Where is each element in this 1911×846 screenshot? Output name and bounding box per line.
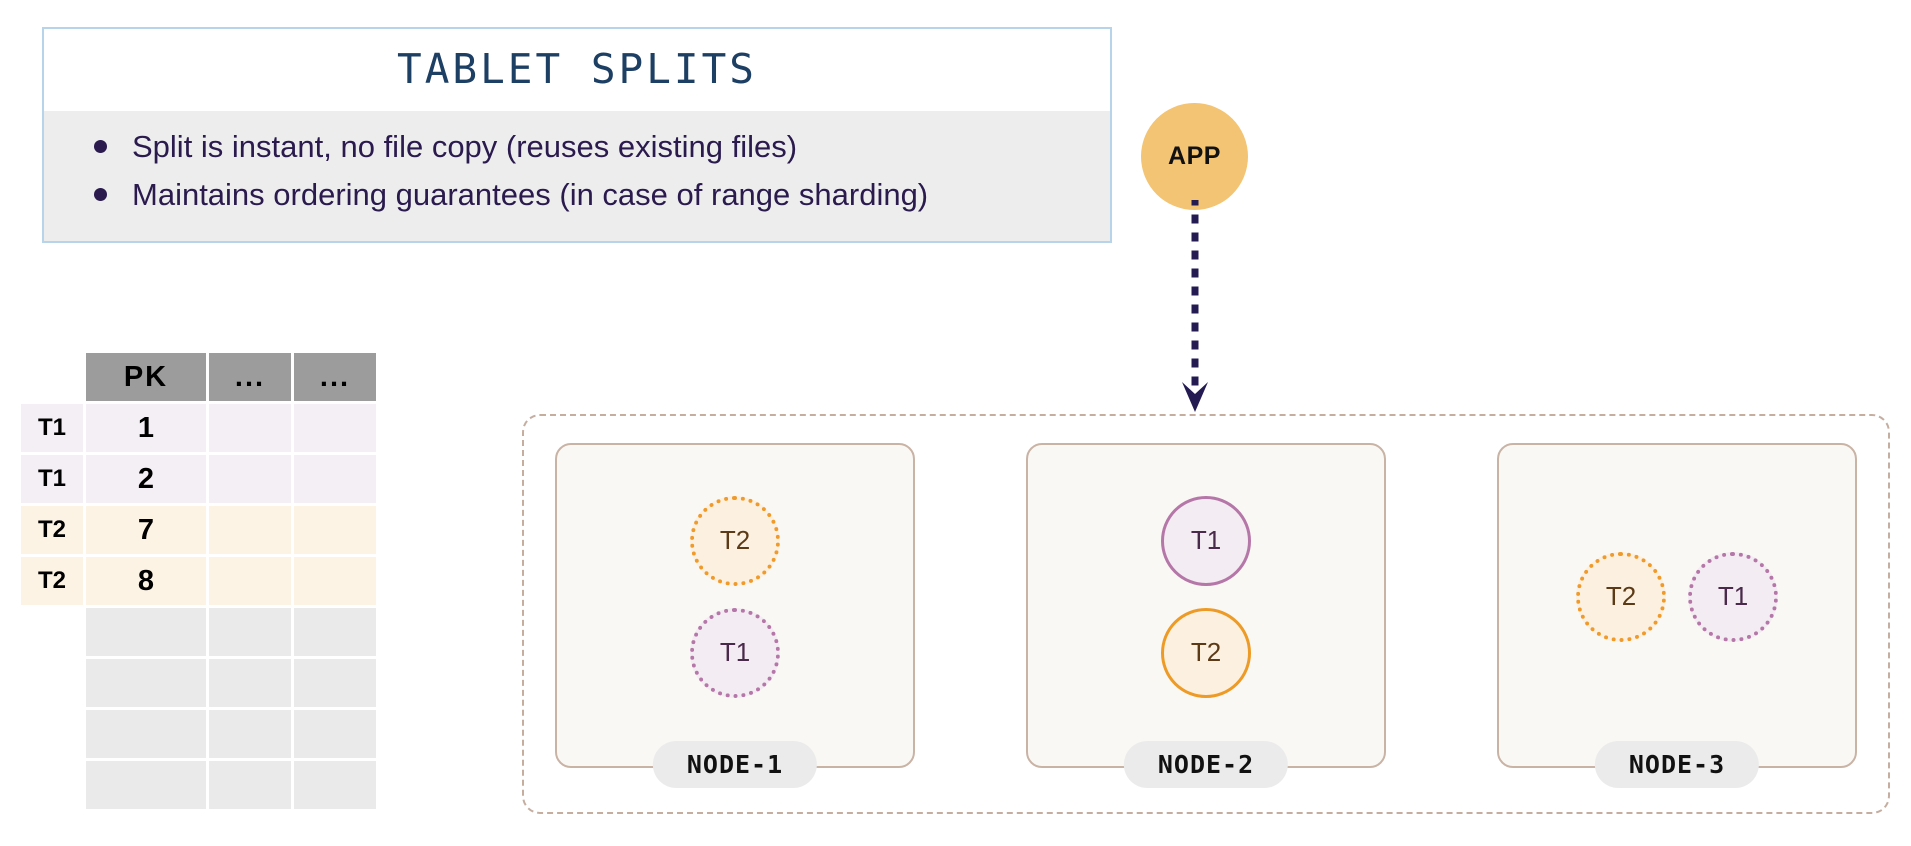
table-row: T2 7 xyxy=(21,506,376,554)
column-header-col2: ... xyxy=(209,353,291,401)
row-tablet-label: T2 xyxy=(21,506,83,554)
app-node: APP xyxy=(1141,103,1248,210)
tablet-t1[interactable]: T1 xyxy=(690,607,780,698)
tablet-label: T2 xyxy=(719,525,751,555)
node-label-3: NODE-3 xyxy=(1594,741,1760,788)
list-item: Maintains ordering guarantees (in case o… xyxy=(70,173,1084,217)
cell-pk: 1 xyxy=(86,404,206,452)
cell-col2 xyxy=(209,404,291,452)
tablet-splits-callout: TABLET SPLITS Split is instant, no file … xyxy=(42,27,1112,244)
cell-col2 xyxy=(209,710,291,758)
list-item: Split is instant, no file copy (reuses e… xyxy=(70,125,1084,169)
cell-col2 xyxy=(209,608,291,656)
cell-col2 xyxy=(209,455,291,503)
cell-pk xyxy=(86,710,206,758)
row-tablet-label xyxy=(21,608,83,656)
table-row: T1 1 xyxy=(21,404,376,452)
row-tablet-label xyxy=(21,761,83,809)
tablet-t1[interactable]: T1 xyxy=(1688,551,1778,642)
cell-col3 xyxy=(294,506,376,554)
cluster-container: T2 T1 NODE-1 T1 T2 NODE-2 xyxy=(522,414,1890,814)
row-tablet-label xyxy=(21,710,83,758)
cell-pk xyxy=(86,608,206,656)
pk-table: PK ... ... T1 1 T1 2 T2 7 xyxy=(18,350,379,812)
table-row: T1 2 xyxy=(21,455,376,503)
column-header-pk: PK xyxy=(86,353,206,401)
tablet-label: T2 xyxy=(1605,581,1637,611)
node-3-tablets: T2 T1 xyxy=(1499,445,1855,766)
tablet-label: T2 xyxy=(1190,637,1222,667)
cell-pk: 8 xyxy=(86,557,206,605)
column-header-col3: ... xyxy=(294,353,376,401)
node-label-1: NODE-1 xyxy=(652,741,818,788)
tablet-label: T1 xyxy=(1717,581,1749,611)
table-header-row: PK ... ... xyxy=(21,353,376,401)
tablet-label: T1 xyxy=(1190,525,1222,555)
node-label-2: NODE-2 xyxy=(1123,741,1289,788)
cell-col2 xyxy=(209,761,291,809)
cell-col3 xyxy=(294,557,376,605)
tablet-label: T1 xyxy=(719,637,751,667)
table-row xyxy=(21,761,376,809)
table-body: T1 1 T1 2 T2 7 T2 8 xyxy=(21,404,376,809)
cell-col3 xyxy=(294,404,376,452)
bullet-list: Split is instant, no file copy (reuses e… xyxy=(70,125,1084,217)
row-tablet-label: T1 xyxy=(21,404,83,452)
tablet-t2[interactable]: T2 xyxy=(690,495,780,586)
cell-col3 xyxy=(294,659,376,707)
page-title: TABLET SPLITS xyxy=(44,29,1110,111)
table-row xyxy=(21,659,376,707)
row-tablet-label: T2 xyxy=(21,557,83,605)
app-label: APP xyxy=(1168,142,1221,170)
callout-body: Split is instant, no file copy (reuses e… xyxy=(44,111,1110,242)
bullet-dot-icon xyxy=(94,188,107,202)
table-row xyxy=(21,608,376,656)
node-2-tablets: T1 T2 xyxy=(1028,445,1384,766)
bullet-text: Split is instant, no file copy (reuses e… xyxy=(132,129,798,164)
cell-col3 xyxy=(294,761,376,809)
table-row: T2 8 xyxy=(21,557,376,605)
cell-col2 xyxy=(209,506,291,554)
table-row xyxy=(21,710,376,758)
cell-pk xyxy=(86,659,206,707)
tablet-t2[interactable]: T2 xyxy=(1161,607,1251,698)
cell-col3 xyxy=(294,455,376,503)
table-header: PK ... ... xyxy=(21,353,376,401)
row-tablet-label: T1 xyxy=(21,455,83,503)
node-card-1[interactable]: T2 T1 NODE-1 xyxy=(555,443,915,788)
app-to-cluster-arrow-icon xyxy=(1182,200,1208,412)
row-tablet-label xyxy=(21,659,83,707)
tablet-t1[interactable]: T1 xyxy=(1161,495,1251,586)
node-card-2[interactable]: T1 T2 NODE-2 xyxy=(1026,443,1386,788)
bullet-text: Maintains ordering guarantees (in case o… xyxy=(132,177,929,213)
cell-pk: 7 xyxy=(86,506,206,554)
cell-pk: 2 xyxy=(86,455,206,503)
node-card-3[interactable]: T2 T1 NODE-3 xyxy=(1497,443,1857,788)
cell-col2 xyxy=(209,659,291,707)
row-label-spacer xyxy=(21,353,83,401)
cell-col3 xyxy=(294,710,376,758)
cell-col2 xyxy=(209,557,291,605)
tablet-t2[interactable]: T2 xyxy=(1576,551,1666,642)
cluster-nodes: T2 T1 NODE-1 T1 T2 NODE-2 xyxy=(524,416,1888,812)
table: PK ... ... T1 1 T1 2 T2 7 xyxy=(18,350,379,812)
bullet-dot-icon xyxy=(94,140,107,153)
cell-col3 xyxy=(294,608,376,656)
node-1-tablets: T2 T1 xyxy=(557,445,913,766)
cell-pk xyxy=(86,761,206,809)
